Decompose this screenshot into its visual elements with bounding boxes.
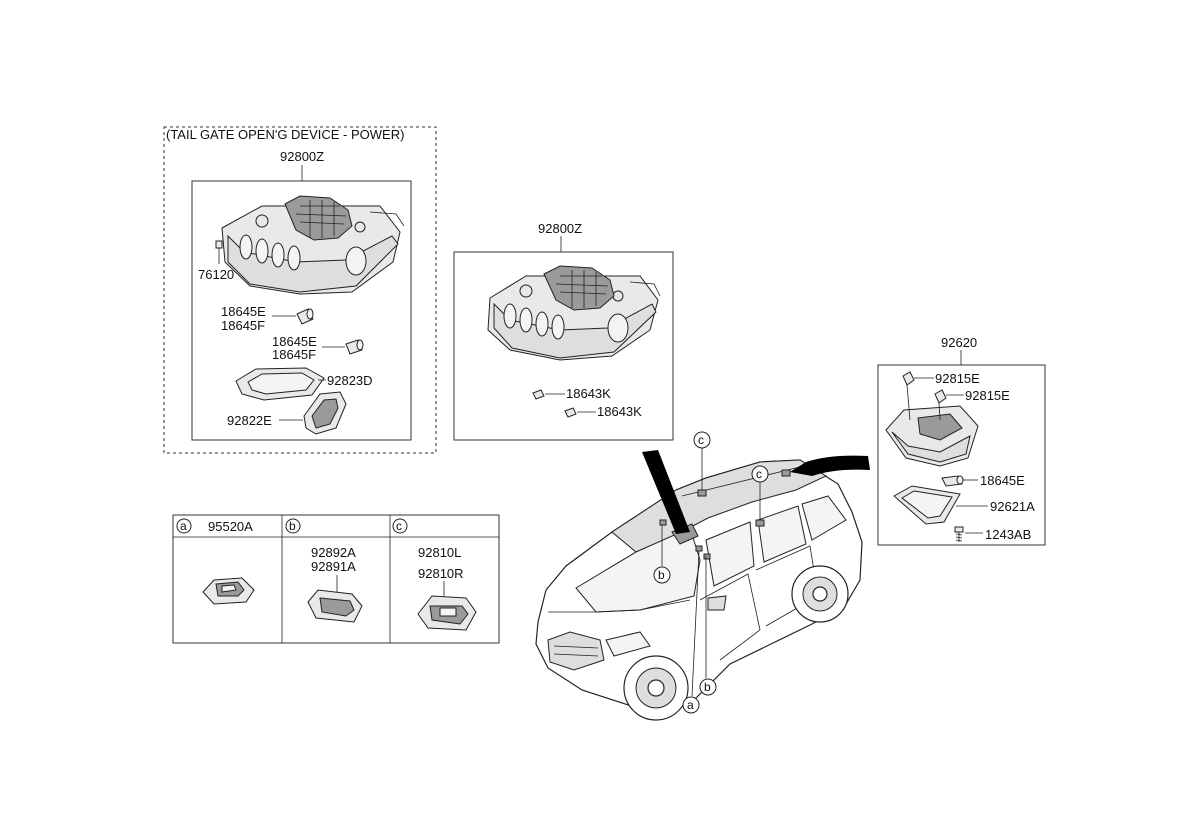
lamp-lens-icon [303, 391, 347, 435]
part-label-18645f-1: 18645F [221, 318, 265, 333]
part-label-18643k-2: 18643K [597, 404, 642, 419]
part-label-18645e-2: 18645E [272, 334, 317, 349]
legend-letter-a-marker [176, 518, 192, 534]
switch-cap-icon [934, 389, 947, 404]
vehicle-callout-a: a [682, 696, 700, 714]
standard-group-box [453, 251, 674, 441]
vehicle-callout-b-1: b [653, 566, 671, 584]
svg-text:c: c [698, 433, 704, 447]
switch-cap-icon [902, 371, 915, 386]
part-label-18645f-2: 18645F [272, 347, 316, 362]
part-label-18645e-room: 18645E [980, 473, 1025, 488]
part-label-92815e-1: 92815E [935, 371, 980, 386]
room-lamp-icon [417, 595, 477, 631]
part-label-18645e-1: 18645E [221, 304, 266, 319]
vanity-lamp-icon [202, 577, 255, 605]
svg-text:c: c [756, 467, 762, 481]
room-lamp-group: 92620 92815E 92815E 18645E [877, 335, 1046, 546]
pointer-arrow-console [642, 450, 690, 534]
part-label-18643k-1: 18643K [566, 386, 611, 401]
room-lamp-assembly-number: 92620 [941, 335, 977, 350]
clip-76120-icon [215, 240, 223, 249]
part-label-92815e-2: 92815E [965, 388, 1010, 403]
power-assembly-number: 92800Z [280, 149, 324, 164]
screw-icon [954, 526, 964, 542]
power-group-dashed-border [163, 126, 437, 454]
vehicle-drawing [535, 459, 863, 721]
room-lamp-housing-drawing [885, 384, 979, 467]
lamp-lens-icon [893, 485, 961, 525]
part-label-92822e: 92822E [227, 413, 272, 428]
standard-assembly-number: 92800Z [538, 221, 582, 236]
overhead-console-power-drawing [221, 195, 405, 295]
svg-text:b: b [704, 680, 711, 694]
power-group-box [191, 180, 412, 441]
legend-part-92810r: 92810R [418, 566, 464, 581]
legend-part-92892a: 92892A [311, 545, 356, 560]
lamp-bezel-icon [235, 367, 325, 401]
legend-part-92810l: 92810L [418, 545, 461, 560]
vehicle-callout-b-2: b [699, 678, 717, 696]
vehicle-callout-c-1: c [693, 431, 711, 449]
bulb-icon [345, 339, 364, 355]
legend-table-border [172, 514, 500, 644]
standard-console-group: 92800Z 18643K 18643K [453, 221, 674, 441]
part-label-1243ab: 1243AB [985, 527, 1031, 542]
map-lamp-icon [307, 589, 363, 623]
room-lamp-box [877, 364, 1046, 546]
legend-letter-a: a [180, 519, 187, 533]
power-group-title: (TAIL GATE OPEN'G DEVICE - POWER) [166, 127, 404, 142]
legend-letter-c: c [396, 519, 402, 533]
legend-table: a 95520A b 92892A 92891A c 92810L 92810R [172, 514, 500, 644]
legend-letter-b-marker [285, 518, 301, 534]
bulb-icon [532, 389, 545, 400]
legend-letter-c-marker [392, 518, 408, 534]
legend-part-92891a: 92891A [311, 559, 356, 574]
power-tailgate-group: (TAIL GATE OPEN'G DEVICE - POWER) 92800Z… [163, 126, 437, 454]
bulb-icon [296, 308, 314, 325]
part-label-92823d: 92823D [327, 373, 373, 388]
part-label-92621a: 92621A [990, 499, 1035, 514]
vehicle-callout-c-2: c [751, 465, 769, 483]
svg-text:b: b [658, 568, 665, 582]
bulb-icon [564, 407, 577, 418]
bulb-icon [941, 475, 964, 487]
svg-text:a: a [687, 698, 694, 712]
legend-part-95520a: 95520A [208, 519, 253, 534]
part-label-76120: 76120 [198, 267, 234, 282]
overhead-console-standard-drawing [487, 265, 661, 361]
legend-letter-b: b [289, 519, 296, 533]
pointer-arrow-room-lamp [790, 455, 870, 476]
